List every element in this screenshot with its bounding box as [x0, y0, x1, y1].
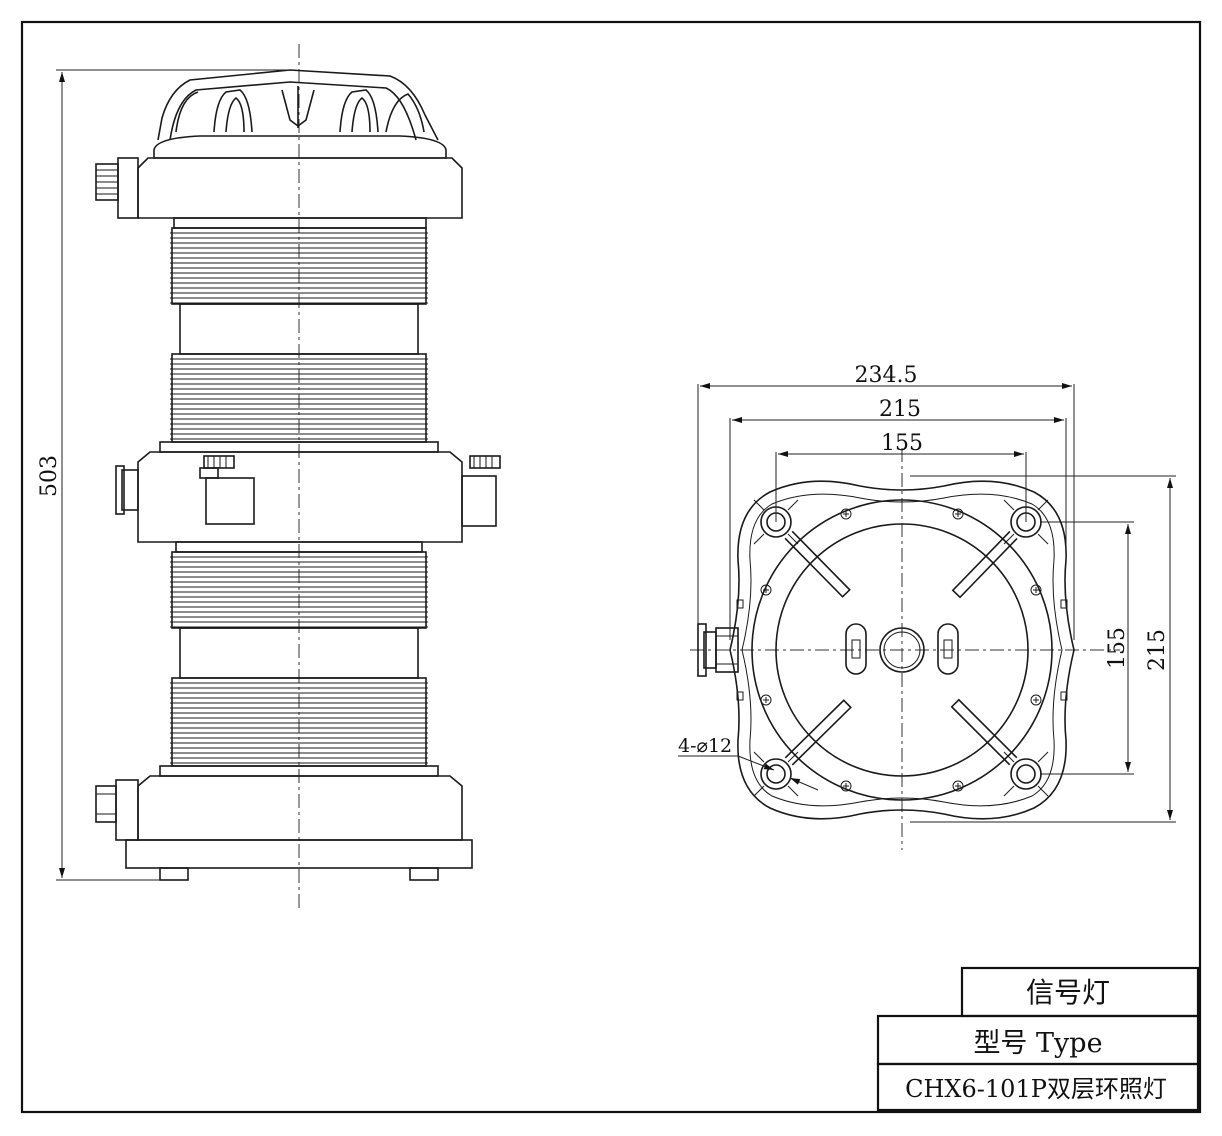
middle-housing [115, 441, 501, 553]
side-tab-1 [736, 599, 744, 609]
top-view: 234.5 215 155 155 215 [678, 363, 1176, 850]
knurled-knob-top [96, 169, 118, 195]
knurled-knob-middle-left [207, 456, 227, 468]
screw-2 [952, 508, 964, 520]
top-guard [153, 69, 447, 159]
knurled-knob-middle-right [473, 456, 493, 468]
height-dimension: 503 [37, 69, 290, 881]
screw-1 [840, 508, 852, 520]
drawing-border [20, 20, 1202, 1114]
dim-215-v: 215 [910, 475, 1176, 823]
title-block-name: 信号灯 [1026, 976, 1110, 1009]
base-housing [95, 765, 473, 881]
side-view: 503 [37, 44, 501, 910]
screw-5 [760, 584, 772, 596]
upper-housing [95, 157, 463, 229]
lower-fresnel-lens-2 [170, 677, 428, 767]
screw-8 [1030, 694, 1042, 706]
dim-155-h-label: 155 [881, 431, 923, 456]
height-dimension-label: 503 [37, 455, 62, 497]
title-block-type-label: 型号 Type [973, 1028, 1102, 1059]
upper-fresnel-lens-2 [170, 353, 428, 443]
dim-215-h: 215 [729, 397, 1067, 640]
dim-155-v-label: 155 [1105, 627, 1130, 669]
side-tab-3 [1060, 599, 1068, 609]
base-outline [729, 480, 1075, 820]
hole-callout: 4-⌀12 [678, 735, 819, 791]
dim-155-v: 155 [1040, 521, 1134, 775]
side-tab-2 [736, 691, 744, 701]
mounting-holes [753, 499, 1049, 797]
screw-3 [840, 780, 852, 792]
upper-fresnel-lens-1 [170, 227, 428, 305]
slot-left [845, 623, 867, 675]
side-connector [697, 623, 739, 677]
flange-outer-circle [751, 499, 1053, 801]
dim-234-5: 234.5 [697, 363, 1075, 640]
screws [736, 508, 1068, 792]
title-block-model: CHX6-101P双层环照灯 [905, 1075, 1167, 1103]
title-block: 信号灯 型号 Type CHX6-101P双层环照灯 [876, 966, 1200, 1112]
center-hole [879, 627, 925, 673]
dim-155-h: 155 [775, 431, 1027, 522]
dim-215-h-label: 215 [879, 397, 921, 422]
mounting-hole-4 [950, 698, 1049, 797]
dim-215-v-label: 215 [1145, 629, 1170, 671]
side-tab-4 [1060, 691, 1068, 701]
screw-7 [1030, 584, 1042, 596]
screw-6 [760, 694, 772, 706]
flange-inner-circle [775, 523, 1029, 777]
hole-callout-label: 4-⌀12 [678, 735, 732, 757]
screw-4 [952, 780, 964, 792]
dim-234-5-label: 234.5 [855, 363, 918, 388]
slot-right [937, 623, 959, 675]
mounting-hole-3 [753, 699, 852, 797]
